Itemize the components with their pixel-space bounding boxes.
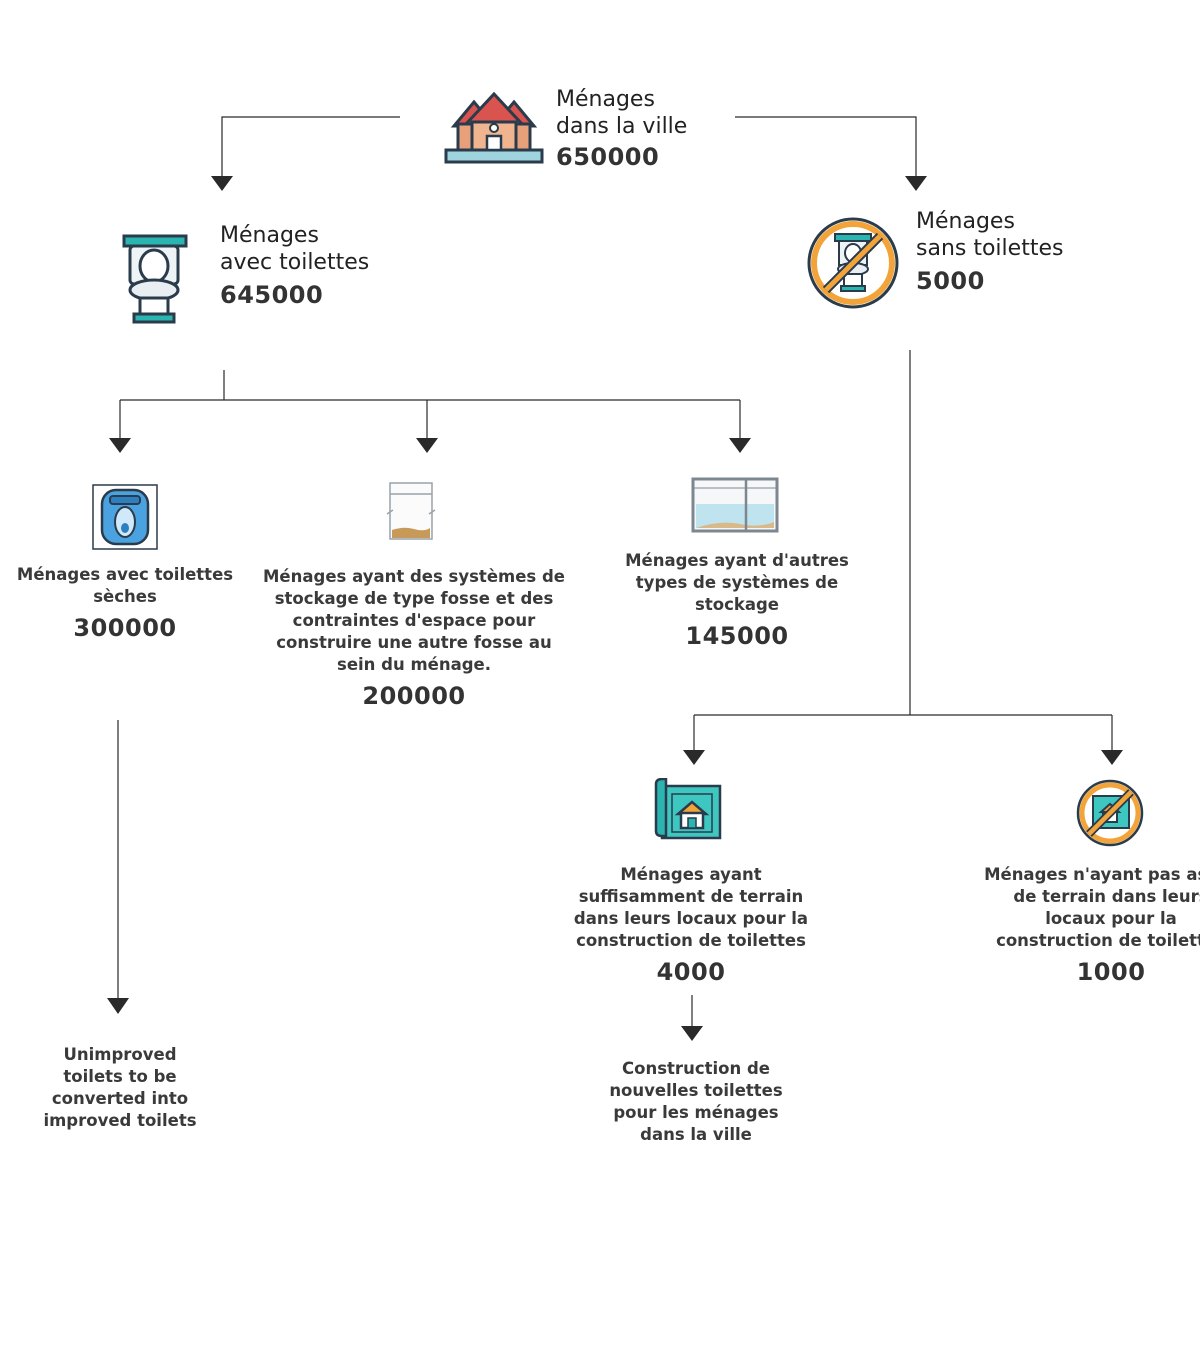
arrowhead — [416, 438, 438, 453]
dry-toilets-node: Ménages avec toilettes sèches 300000 — [14, 564, 236, 642]
pit-tank-icon — [386, 482, 436, 540]
other-storage-node: Ménages ayant d'autres types de systèmes… — [618, 550, 856, 650]
houses-icon — [444, 91, 544, 164]
no-toilet-icon — [807, 217, 899, 309]
enough-land-node: Ménages ayant suffisamment de terrain da… — [570, 864, 812, 986]
pit-storage-value: 200000 — [362, 682, 466, 710]
enough-land-label: Ménages ayant suffisamment de terrain da… — [573, 865, 809, 950]
with-toilets-node: Ménages avec toilettes 645000 — [220, 222, 369, 309]
without-toilets-node: Ménages sans toilettes 5000 — [916, 208, 1063, 295]
with-toilets-title-line1: Ménages — [220, 223, 319, 248]
not-enough-land-label: Ménages n'ayant pas assez de terrain dan… — [984, 865, 1200, 950]
arrowhead — [905, 176, 927, 191]
storage-tank-icon — [691, 477, 779, 533]
arrowhead — [729, 438, 751, 453]
root-value: 650000 — [556, 143, 660, 171]
dry-toilets-value: 300000 — [73, 614, 177, 642]
without-toilets-title-line1: Ménages — [916, 209, 1015, 234]
new-construction-node: Construction de nouvelles toilettes pour… — [608, 1058, 784, 1146]
house-plan-icon — [654, 778, 722, 840]
arrowhead — [683, 750, 705, 765]
toilet-icon — [122, 234, 188, 324]
arrowhead — [1101, 750, 1123, 765]
new-construction-label: Construction de nouvelles toilettes pour… — [609, 1059, 783, 1144]
connector-root-left — [221, 116, 400, 178]
arrowhead — [109, 438, 131, 453]
unimproved-node: Unimproved toilets to be converted into … — [40, 1044, 200, 1132]
with-toilets-title-line2: avec toilettes — [220, 250, 370, 275]
dry-toilets-label: Ménages avec toilettes sèches — [16, 565, 234, 606]
arrowhead — [681, 1026, 703, 1041]
without-toilets-title-line2: sans toilettes — [916, 236, 1064, 261]
pit-storage-node: Ménages ayant des systèmes de stockage d… — [262, 566, 566, 710]
not-enough-land-node: Ménages n'ayant pas assez de terrain dan… — [984, 864, 1200, 986]
root-node: Ménages dans la ville 650000 — [556, 86, 687, 171]
root-title-line2: dans la ville — [556, 114, 688, 139]
squat-toilet-icon — [92, 484, 158, 550]
arrowhead — [211, 176, 233, 191]
not-enough-land-value: 1000 — [1076, 958, 1146, 986]
root-title-line1: Ménages — [556, 87, 655, 112]
enough-land-value: 4000 — [656, 958, 726, 986]
with-toilets-value: 645000 — [220, 281, 324, 309]
other-storage-value: 145000 — [685, 622, 789, 650]
other-storage-label: Ménages ayant d'autres types de systèmes… — [625, 551, 849, 614]
without-toilets-value: 5000 — [916, 267, 985, 295]
connector-root-right — [735, 116, 917, 178]
unimproved-label: Unimproved toilets to be converted into … — [43, 1045, 197, 1130]
no-house-plan-icon — [1076, 779, 1144, 847]
arrowhead — [107, 998, 129, 1014]
pit-storage-label: Ménages ayant des systèmes de stockage d… — [263, 567, 565, 674]
